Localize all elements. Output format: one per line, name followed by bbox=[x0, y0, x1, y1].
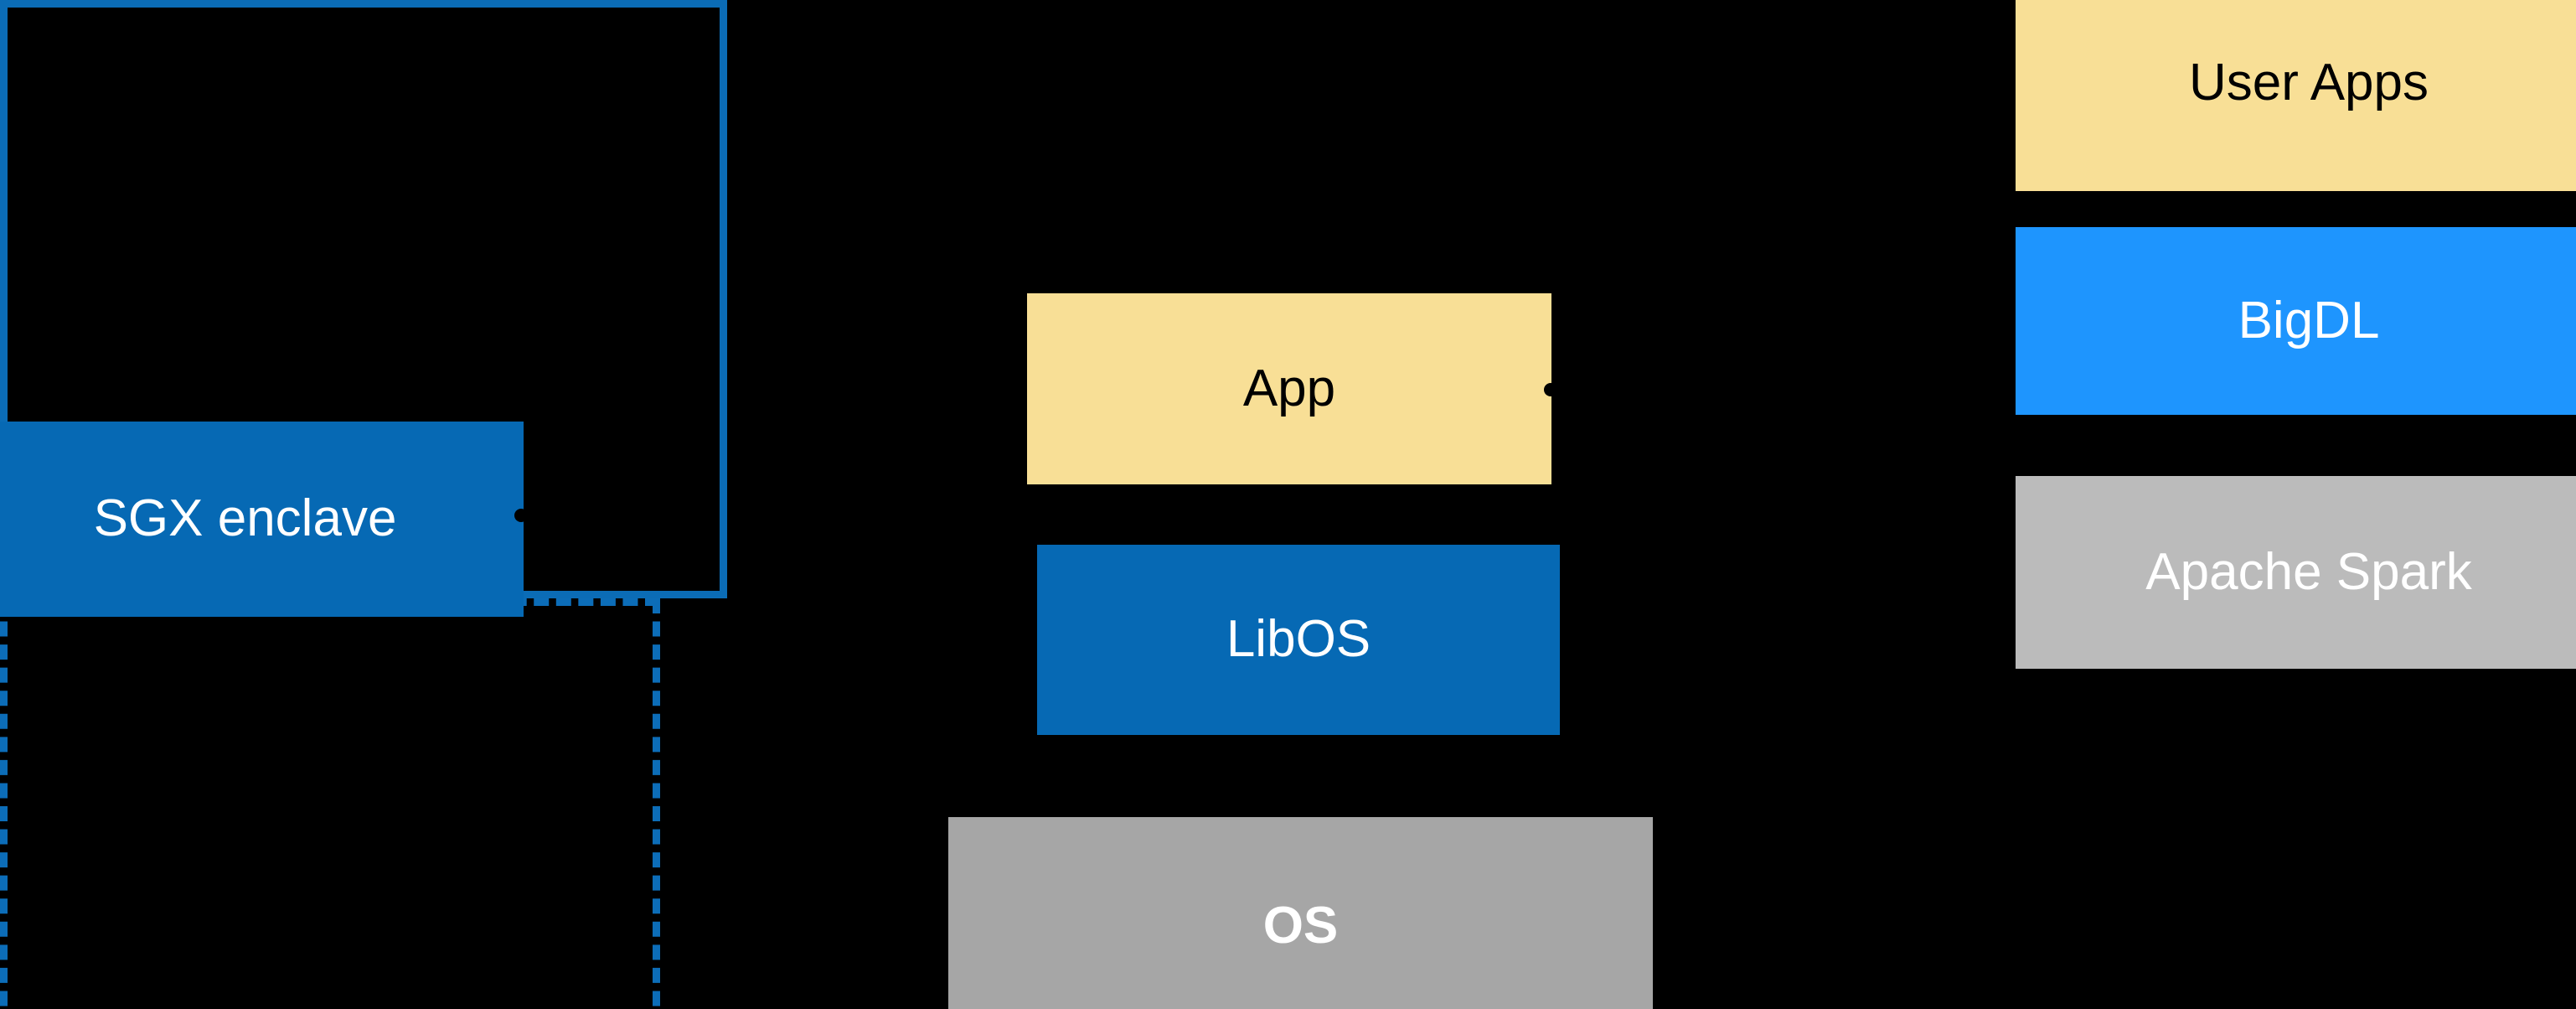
app-label: App bbox=[1242, 359, 1336, 417]
libos-label: LibOS bbox=[1226, 610, 1371, 669]
frame-notch-lower-icon bbox=[1637, 541, 1669, 559]
app-box: App bbox=[1027, 293, 1551, 484]
os-box: OS bbox=[948, 817, 1653, 1009]
os-label: OS bbox=[1262, 896, 1339, 955]
sgx-connector-dot-icon bbox=[514, 509, 528, 522]
frame-notch-upper-icon bbox=[1637, 295, 1669, 313]
bigdl-box: BigDL bbox=[2016, 227, 2576, 415]
dashed-frame-notch-upper-icon bbox=[1612, 335, 1644, 354]
apache-spark-label: Apache Spark bbox=[2145, 542, 2472, 601]
app-connector-dot-icon bbox=[1544, 383, 1557, 396]
sgx-enclave-box: SGX enclave bbox=[0, 422, 524, 617]
dashed-frame-notch-lower-icon bbox=[1612, 427, 1644, 446]
libos-box: LibOS bbox=[1037, 545, 1560, 735]
trusted-boundary-dashed-frame bbox=[0, 598, 660, 1009]
apache-spark-box: Apache Spark bbox=[2016, 476, 2576, 669]
user-apps-box: User Apps bbox=[2016, 0, 2576, 191]
bigdl-label: BigDL bbox=[2238, 291, 2380, 349]
user-apps-label: User Apps bbox=[2188, 53, 2429, 111]
sgx-enclave-label: SGX enclave bbox=[93, 489, 397, 548]
